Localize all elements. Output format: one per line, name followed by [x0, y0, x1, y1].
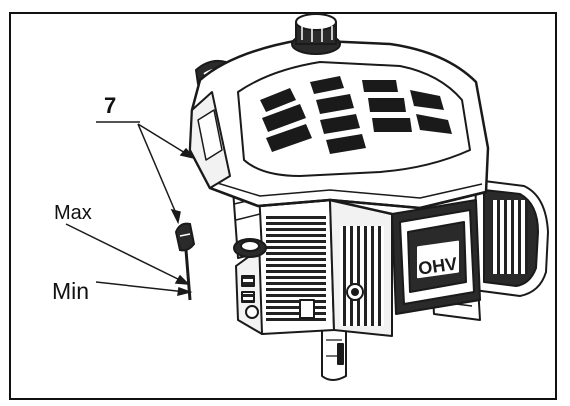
callout-7-arrowhead-neck	[179, 147, 197, 160]
air-filter-box: OHV	[391, 199, 481, 315]
crankshaft-shaft	[321, 319, 347, 381]
engine-illustration-icon: OHV	[188, 13, 549, 381]
blower-housing	[188, 13, 490, 210]
cylinder-block	[257, 198, 393, 337]
shroud-vents	[260, 76, 452, 154]
min-leader	[95, 281, 187, 293]
min-arrowhead	[177, 286, 193, 296]
callout-number-7: 7	[104, 93, 117, 118]
dipstick-max-label: Max	[54, 202, 92, 224]
callout-7-leader-neck	[137, 123, 191, 157]
callout-7-leader-dipstick	[137, 123, 179, 219]
max-arrowhead	[174, 274, 190, 285]
dipstick-icon	[174, 222, 196, 301]
callout-7-arrowhead-dipstick	[170, 208, 181, 225]
callout-leaders	[65, 121, 197, 296]
dipstick-min-label: Min	[52, 278, 90, 304]
max-leader	[65, 223, 185, 283]
